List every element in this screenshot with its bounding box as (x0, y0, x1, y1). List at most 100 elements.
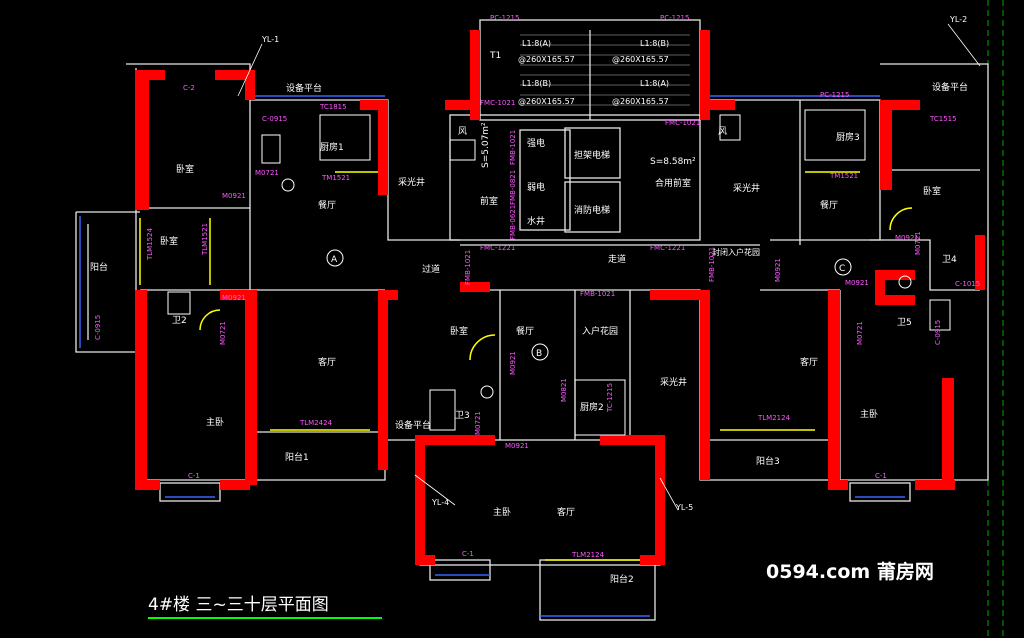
tag-yl5: YL-5 (675, 503, 693, 512)
tag-c2: C-2 (183, 84, 195, 92)
tag-fmc1021-a: FMC-1021 (480, 99, 515, 107)
tag-c1-c: C-1 (875, 472, 887, 480)
tag-t1: T1 (489, 51, 501, 61)
room-master-a: 主卧 (206, 416, 224, 428)
room-strong-elec: 强电 (527, 137, 545, 149)
room-bedroom-b: 卧室 (450, 325, 468, 337)
stair-label-2: L1:8(B) (640, 39, 669, 48)
room-shared-hall: 合用前室 (655, 177, 691, 189)
room-labels: 卧室 卧室 阳台 卫2 客厅 主卧 阳台1 厨房1 餐厅 采光井 设备平台 设备… (90, 81, 968, 585)
window-lines (79, 95, 905, 617)
room-bedroom-a-mid: 卧室 (160, 235, 178, 247)
leader-lines (237, 23, 981, 511)
room-wind-right: 风 (718, 126, 727, 137)
fixtures (167, 109, 951, 436)
tag-m0821: M0821 (560, 378, 568, 402)
tag-tc1515: TC1515 (929, 115, 957, 123)
tag-c1-b: C-1 (462, 550, 474, 558)
room-weak-elec: 弱电 (527, 181, 545, 193)
room-balcony-a1: 阳台1 (285, 451, 309, 463)
tag-c0915-b: C-0915 (94, 315, 102, 340)
tag-fmb1021-c: FMB-1021 (509, 130, 517, 165)
room-balcony-c: 阳台3 (756, 455, 780, 467)
structural-walls (135, 30, 985, 565)
tag-fmc1221-a: FMC-1221 (480, 244, 515, 252)
unit-letters: A B C (331, 255, 845, 359)
tag-m0921-b: M0921 (222, 294, 246, 302)
tag-m0921-d: M0921 (845, 279, 869, 287)
tag-c0915-c: C-0915 (934, 320, 942, 345)
room-dining-b: 餐厅 (516, 325, 534, 337)
tag-pc1215-c: PC-1215 (820, 91, 849, 99)
tag-m0921-a: M0921 (222, 192, 246, 200)
room-stretcher-elevator: 担架电梯 (574, 149, 610, 161)
tag-fmb0621: FMB-0621 (509, 205, 517, 240)
watermark: 0594.com 莆房网 (766, 560, 934, 583)
component-tags: C-2 YL-1 YL-2 YL-4 YL-5 TC1815 TC1515 PC… (94, 14, 980, 559)
room-dining-a: 餐厅 (318, 199, 336, 211)
tag-m0721-e: M0721 (914, 231, 922, 255)
tag-tlm2124-b: TLM2124 (571, 551, 605, 559)
tag-yl4: YL-4 (431, 498, 449, 507)
tag-m0921-f: M0921 (509, 351, 517, 375)
stair-label-3: L1:8(B) (522, 79, 551, 88)
room-fire-elevator: 消防电梯 (574, 204, 610, 216)
tag-pc1215-a: PC-1215 (490, 14, 519, 22)
tag-fmb1021-d: FMB-1021 (708, 247, 716, 282)
room-wind-left: 风 (458, 126, 467, 137)
tag-fmb0821: FMB-0821 (509, 170, 517, 205)
stair-label-7: @260X165.57 (518, 97, 575, 106)
tag-tlm2124-a: TLM2124 (757, 414, 791, 422)
room-front-room: 前室 (480, 195, 498, 207)
room-kitchen-a: 厨房1 (320, 141, 344, 153)
tag-fmc1221-b: FMC-1221 (650, 244, 685, 252)
room-closed-entry: 封闭入户花园 (712, 247, 760, 257)
tag-tc1815: TC1815 (319, 103, 347, 111)
room-kitchen-c: 厨房3 (836, 131, 860, 143)
room-bedroom-a-top: 卧室 (176, 163, 194, 175)
stair-labels: L1:8(A) L1:8(B) L1:8(B) L1:8(A) @260X165… (518, 39, 669, 106)
tag-fmb1021-b: FMB-1021 (580, 290, 615, 298)
room-bedroom-c: 卧室 (923, 185, 941, 197)
stair-label-4: L1:8(A) (640, 79, 669, 88)
doors (139, 171, 913, 561)
tag-tm1521-a: TM1521 (321, 174, 350, 182)
room-area-left: S=5.07m² (481, 122, 491, 168)
room-master-c: 主卧 (860, 408, 878, 420)
unit-b-letter: B (536, 349, 542, 359)
stairs (520, 34, 690, 106)
room-living-c: 客厅 (800, 356, 818, 368)
room-light-well-a: 采光井 (398, 176, 425, 188)
tag-c0915-a: C-0915 (262, 115, 287, 123)
room-living-a: 客厅 (318, 356, 336, 368)
room-kitchen-b: 厨房2 (580, 401, 604, 413)
room-corridor-b: 走道 (608, 253, 626, 265)
room-bath-c4: 卫4 (942, 255, 957, 265)
room-entry-garden: 入户花园 (582, 325, 618, 337)
tag-tlm1521: TLM1521 (201, 223, 209, 256)
room-water-well: 水井 (527, 215, 545, 227)
room-equip-a: 设备平台 (286, 82, 322, 94)
unit-markers (326, 249, 852, 361)
drawing-title: 4#楼 三~三十层平面图 (148, 595, 329, 615)
tag-m0921-c: M0921 (505, 442, 529, 450)
tag-c1-a: C-1 (188, 472, 200, 480)
room-bath-a: 卫2 (172, 316, 187, 326)
tag-c1015: C-1015 (955, 280, 980, 288)
stair-label-5: @260X165.57 (518, 55, 575, 64)
tag-yl1: YL-1 (261, 35, 279, 44)
room-bath-b: 卫3 (455, 411, 470, 421)
tag-m0921-e: M0921 (895, 234, 919, 242)
room-corridor-a: 过道 (422, 263, 440, 275)
room-balcony-b: 阳台2 (610, 573, 634, 585)
tag-tm1521-b: TM1521 (829, 172, 858, 180)
stair-label-1: L1:8(A) (522, 39, 551, 48)
tag-tlm1524: TLM1524 (146, 227, 154, 261)
tag-m0921-g: M0921 (774, 258, 782, 282)
room-equip-b: 设备平台 (395, 419, 431, 431)
tag-m0721-d: M0721 (856, 321, 864, 345)
tag-tlm2424: TLM2424 (299, 419, 333, 427)
tag-fmb1021-a: FMB-1021 (464, 250, 472, 285)
tag-fmc1021-b: FMC-1021 (665, 119, 700, 127)
